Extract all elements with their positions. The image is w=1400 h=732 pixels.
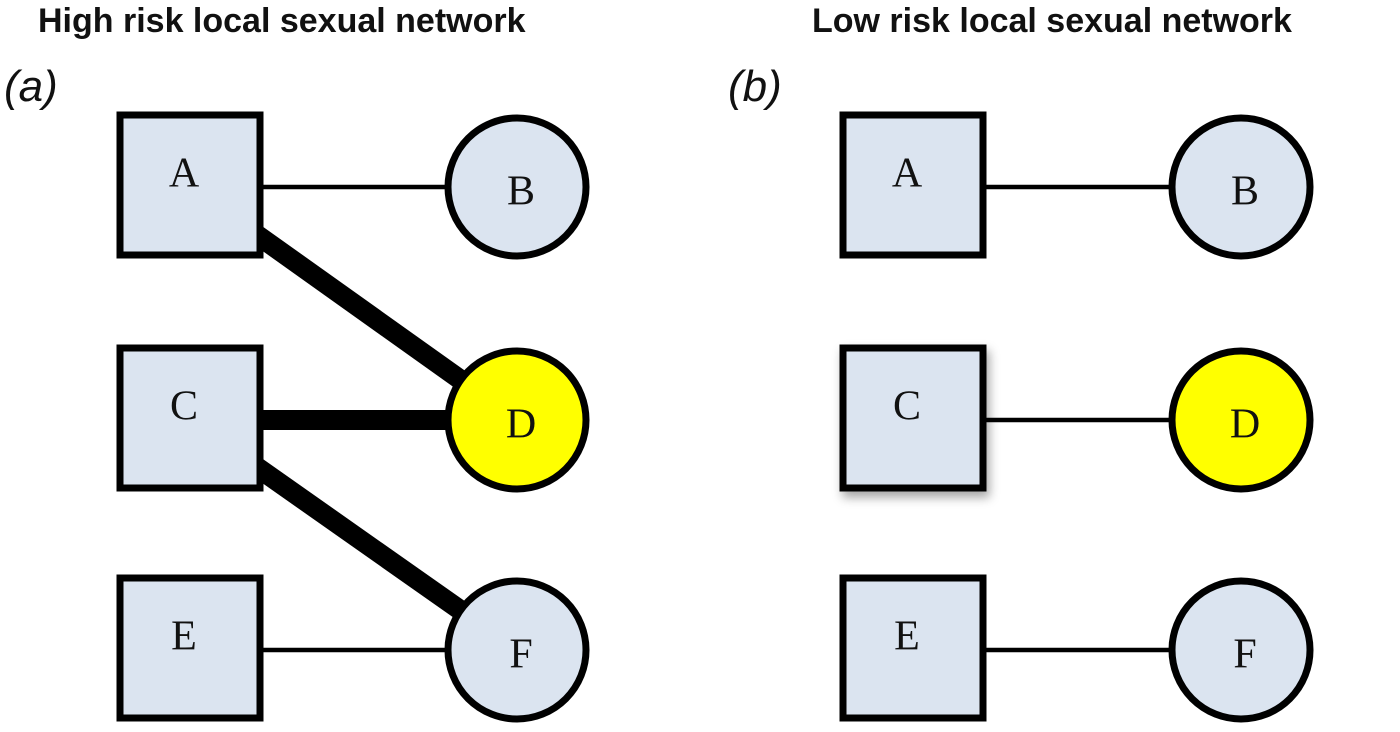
panel-b-label: (b) [728,62,782,111]
node-label: A [169,151,200,197]
node-label: F [509,632,532,678]
edges-layer [184,178,1241,659]
node-label: D [1230,402,1260,448]
square-node-shape [839,111,987,259]
panel-b-node-b: B [1168,114,1314,260]
circle-node-shape [444,114,590,260]
panel-b-node-c: C [839,344,987,492]
node-label: A [892,151,923,197]
panel-a-node-e: E [116,574,264,722]
circle-node-shape [1168,577,1314,723]
panel-b-title: Low risk local sexual network [812,2,1292,40]
node-label: B [507,169,535,215]
node-label: D [506,402,536,448]
panel-a-node-d: D [444,347,590,493]
square-node-shape [839,344,987,492]
panel-b-node-e: E [839,574,987,722]
panel-a-node-b: B [444,114,590,260]
panel-a-node-c: C [116,344,264,492]
node-label: B [1231,169,1259,215]
panel-b-node-f: F [1168,577,1314,723]
circle-node-shape [1168,347,1314,493]
nodes-layer: A B C D E F A B C D E F [116,111,1314,723]
square-node-shape [116,574,264,722]
panel-a-node-a: A [116,111,264,259]
circle-node-shape [444,577,590,723]
node-label: E [171,614,197,660]
panel-b-node-d: D [1168,347,1314,493]
panel-a-title: High risk local sexual network [38,2,526,40]
square-node-shape [116,111,264,259]
panel-a-label: (a) [4,62,58,111]
panel-a-node-f: F [444,577,590,723]
square-node-shape [839,574,987,722]
node-label: C [170,384,198,430]
node-label: F [1233,632,1256,678]
circle-node-shape [444,347,590,493]
square-node-shape [116,344,264,492]
node-label: C [893,384,921,430]
node-label: E [894,614,920,660]
circle-node-shape [1168,114,1314,260]
panel-b-node-a: A [839,111,987,259]
